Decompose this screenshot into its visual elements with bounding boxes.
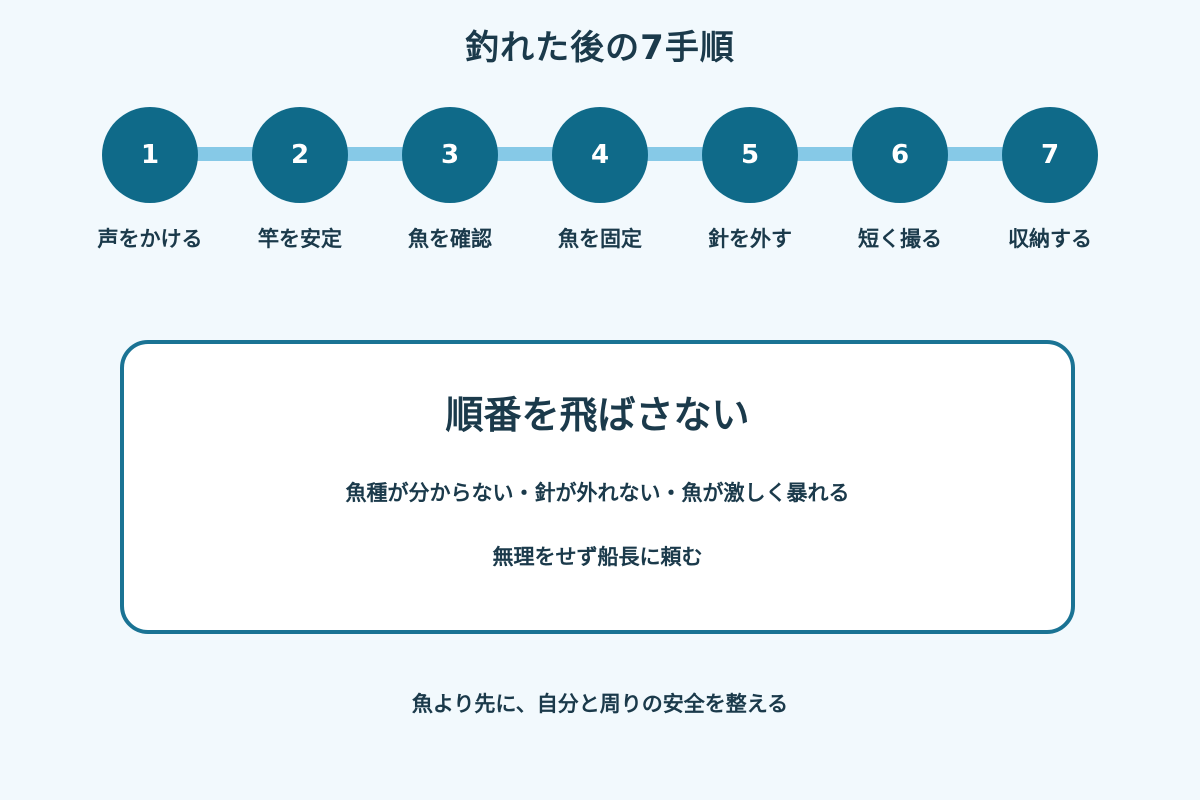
step-label: 声をかける — [97, 227, 203, 251]
step-2: 2 竿を安定 — [225, 107, 375, 257]
step-6: 6 短く撮る — [825, 107, 975, 257]
page-title: 釣れた後の7手順 — [465, 28, 735, 68]
step-label: 魚を固定 — [558, 227, 642, 251]
step-number-circle: 4 — [552, 107, 648, 203]
warning-callout-box: 順番を飛ばさない 魚種が分からない・針が外れない・魚が激しく暴れる 無理をせず船… — [120, 340, 1075, 634]
step-3: 3 魚を確認 — [375, 107, 525, 257]
step-number-circle: 3 — [402, 107, 498, 203]
step-label: 魚を確認 — [408, 227, 492, 251]
step-label: 針を外す — [708, 227, 792, 251]
step-label: 収納する — [1008, 227, 1092, 251]
step-5: 5 針を外す — [675, 107, 825, 257]
step-1: 1 声をかける — [75, 107, 225, 257]
step-label: 短く撮る — [858, 227, 942, 251]
step-number-circle: 7 — [1002, 107, 1098, 203]
callout-advice: 無理をせず船長に頼む — [492, 545, 703, 569]
step-4: 4 魚を固定 — [525, 107, 675, 257]
step-number-circle: 1 — [102, 107, 198, 203]
callout-conditions: 魚種が分からない・針が外れない・魚が激しく暴れる — [345, 481, 850, 505]
step-7: 7 収納する — [975, 107, 1125, 257]
footer-note: 魚より先に、自分と周りの安全を整える — [411, 692, 789, 716]
callout-heading: 順番を飛ばさない — [445, 393, 750, 437]
step-number-circle: 6 — [852, 107, 948, 203]
step-number-circle: 5 — [702, 107, 798, 203]
step-label: 竿を安定 — [258, 227, 342, 251]
step-number-circle: 2 — [252, 107, 348, 203]
